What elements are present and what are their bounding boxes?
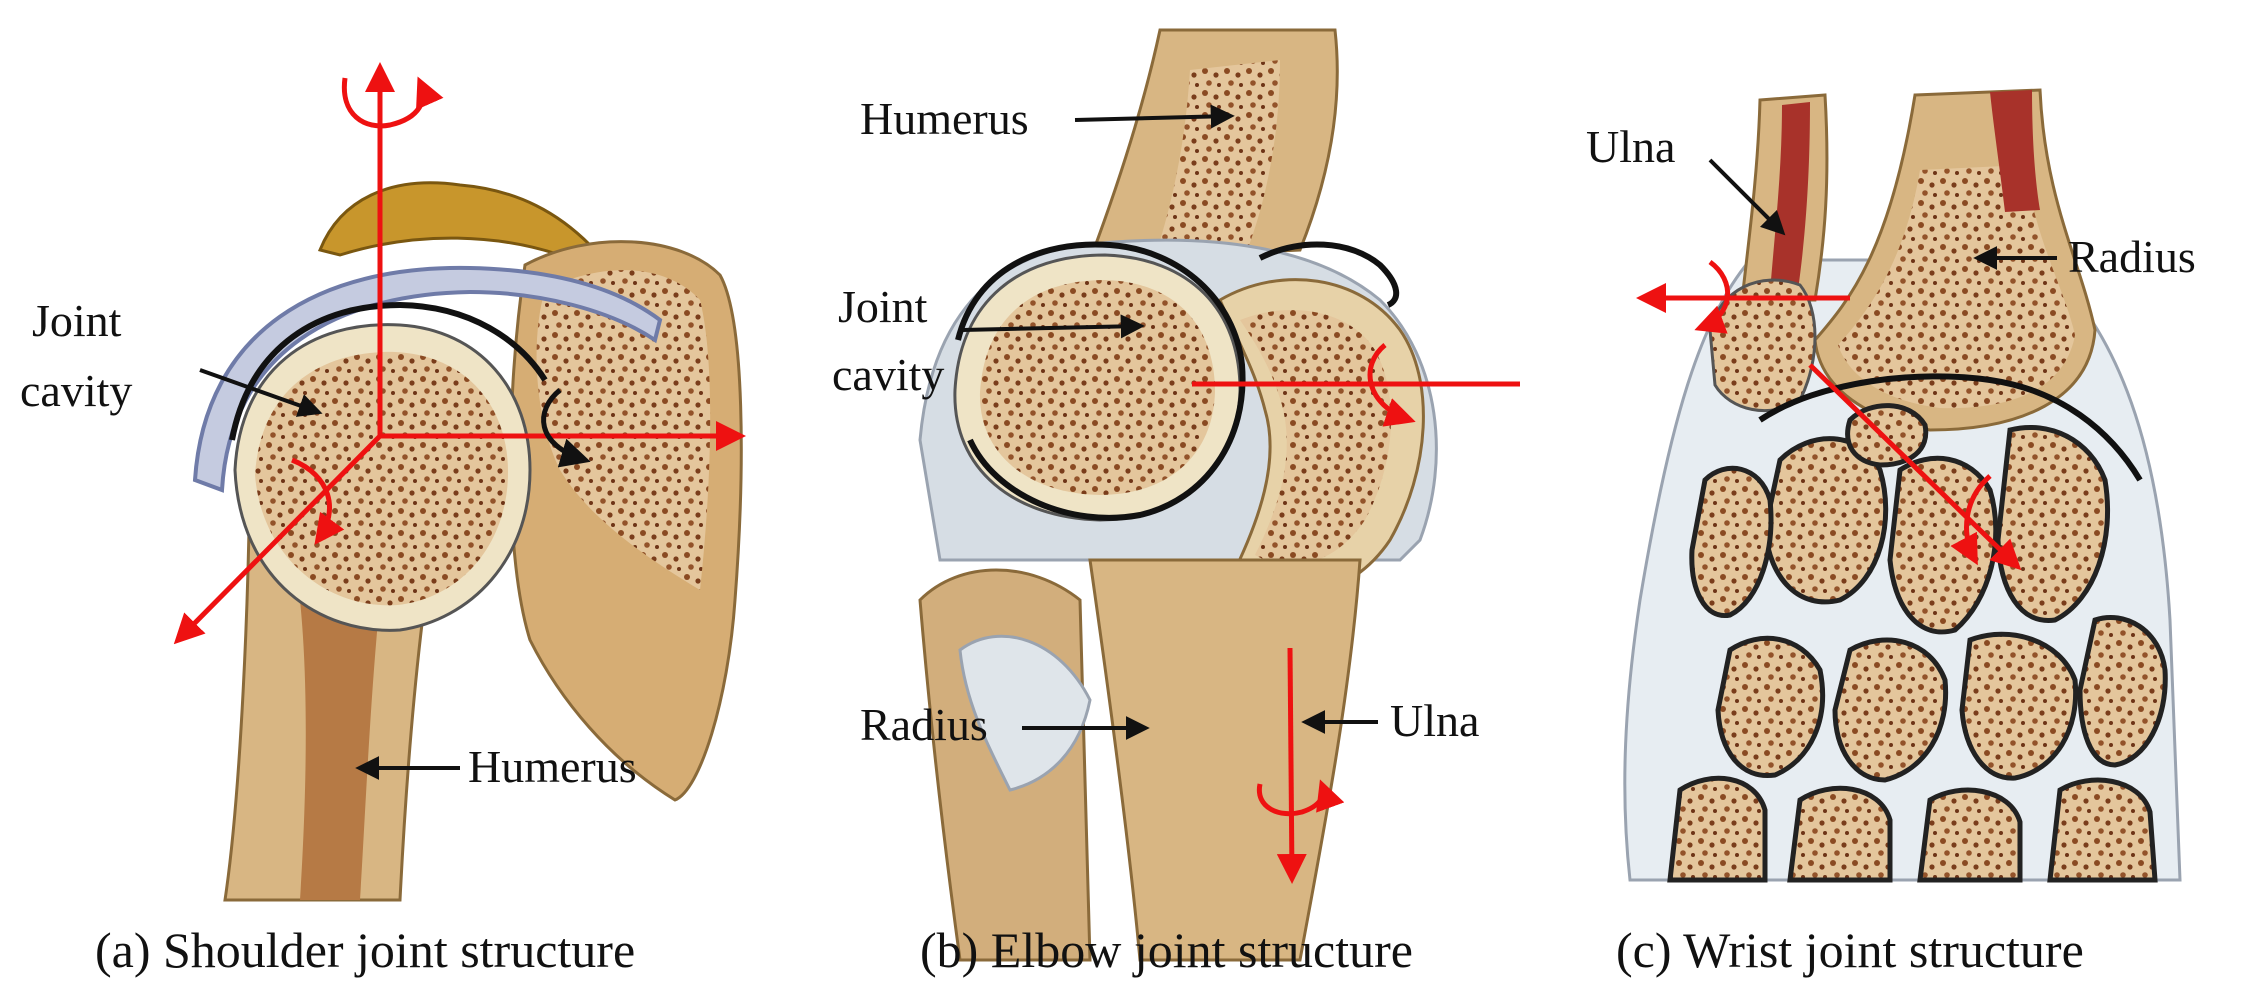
vertical-axis <box>1276 647 1307 884</box>
medullary-cavity <box>300 600 380 900</box>
glenoid-spongy <box>536 270 711 590</box>
elbow-panel: Humerus Joint cavity Radius Ulna (b) Elb… <box>760 0 1520 996</box>
shoulder-joint-cavity-label-2: cavity <box>20 365 133 416</box>
radiocarpal-joint-line <box>1758 373 2143 482</box>
radius-marrow <box>1990 90 2040 212</box>
wrist-illustration <box>1623 88 2182 883</box>
humerus-leader <box>1074 104 1235 129</box>
metacarpal-3 <box>1917 787 2023 883</box>
wrist-panel: Ulna Radius (c) Wrist joint structure <box>1520 0 2243 996</box>
acromion <box>317 181 593 257</box>
shoulder-panel: Joint cavity Humerus (a) Shoulder joint … <box>0 0 760 996</box>
wrist-caption: (c) Wrist joint structure <box>1616 922 2084 978</box>
olecranon-spongy <box>1240 310 1392 565</box>
elbow-ulna-label: Ulna <box>1390 695 1480 746</box>
rotation-arrow-horizontal <box>1367 343 1416 427</box>
carpal-3 <box>1995 424 2111 623</box>
rotation-arrow-horizontal <box>1694 259 1731 334</box>
metacarpal-1 <box>1667 775 1768 883</box>
metacarpal-2 <box>1787 785 1893 883</box>
rotation-arrow-vertical <box>1256 779 1345 817</box>
trochlea-spongy <box>979 280 1215 495</box>
annular-ligament <box>958 634 1092 792</box>
shoulder-humerus-label: Humerus <box>468 741 637 792</box>
shoulder-caption: (a) Shoulder joint structure <box>95 922 636 978</box>
ulna-marrow <box>1770 102 1810 292</box>
carpal-9 <box>2077 614 2168 768</box>
joint-cavity-leader <box>199 368 323 417</box>
joint-cavity-line <box>229 301 548 441</box>
joint-cavity-leader <box>961 314 1145 339</box>
shoulder-joint-cavity-label-1: Joint <box>32 295 122 346</box>
wrist-radius-label: Radius <box>2068 231 2196 282</box>
ulna-shaft <box>1088 558 1362 962</box>
carpal-7 <box>1832 637 1949 783</box>
oblique-axis <box>173 434 382 645</box>
carpal-4 <box>1689 465 1774 618</box>
joint-cavity-line <box>955 241 1246 521</box>
elbow-radius-label: Radius <box>860 699 988 750</box>
elbow-joint-cavity-label-1: Joint <box>838 281 928 332</box>
elbow-joint-cavity-label-2: cavity <box>832 349 945 400</box>
rotation-arrow-vertical <box>341 76 444 129</box>
carpal-8 <box>1959 631 2079 781</box>
radius-spongy <box>1838 165 2075 409</box>
elbow-illustration <box>918 28 1520 962</box>
carpal-1 <box>1762 436 1889 605</box>
oblique-axis <box>1808 363 2022 571</box>
shoulder-illustration <box>173 62 746 902</box>
carpal-6 <box>1715 635 1826 779</box>
elbow-humerus-label: Humerus <box>860 93 1029 144</box>
elbow-caption: (b) Elbow joint structure <box>920 922 1413 978</box>
wrist-ulna-label: Ulna <box>1586 121 1676 172</box>
capsule-fold <box>1258 241 1400 308</box>
ulna-head <box>1708 278 1817 413</box>
rotation-arrow-horizontal <box>541 388 591 468</box>
metacarpal-4 <box>2047 777 2158 883</box>
rotation-arrow-oblique <box>1950 474 1992 566</box>
ulna-leader <box>1708 158 1786 236</box>
rotation-arrow-oblique <box>291 457 345 545</box>
